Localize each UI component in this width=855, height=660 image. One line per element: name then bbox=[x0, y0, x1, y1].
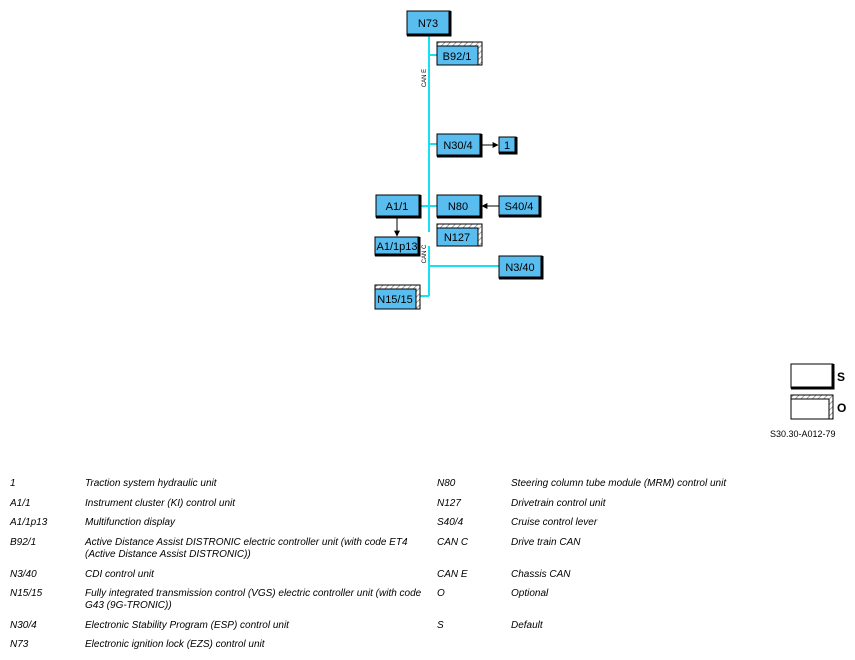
key-optional-letter: O bbox=[837, 401, 846, 415]
document-code: S30.30-A012-79 bbox=[770, 429, 836, 439]
legend-desc: Chassis CAN bbox=[511, 569, 571, 580]
legend-desc: Electronic Stability Program (ESP) contr… bbox=[85, 620, 289, 631]
unit-1[interactable]: 1 bbox=[498, 136, 518, 155]
legend-code: S40/4 bbox=[437, 517, 464, 528]
unit-label: A1/1p13 bbox=[377, 241, 418, 253]
legend-code: N30/4 bbox=[10, 620, 37, 631]
wiring-diagram: CAN E CAN C N73 B92/1 N30/4 1 A1/1 N80 bbox=[374, 10, 846, 420]
legend-desc: Drivetrain control unit bbox=[511, 498, 606, 509]
can-e-label: CAN E bbox=[422, 69, 428, 87]
unit-a1-1[interactable]: A1/1 bbox=[375, 194, 422, 219]
legend-code: CAN E bbox=[437, 569, 468, 580]
unit-n15-15[interactable]: N15/15 bbox=[374, 284, 421, 310]
legend-desc: Active Distance Assist DISTRONIC electri… bbox=[85, 537, 408, 560]
legend-desc: Electronic ignition lock (EZS) control u… bbox=[85, 639, 265, 650]
legend-desc: CDI control unit bbox=[85, 569, 154, 580]
legend-code: N73 bbox=[10, 639, 29, 650]
legend-desc: Fully integrated transmission control (V… bbox=[85, 588, 422, 611]
legend-code: S bbox=[437, 620, 444, 631]
unit-s40-4[interactable]: S40/4 bbox=[498, 195, 542, 218]
unit-label: N73 bbox=[418, 18, 438, 30]
legend-code: N80 bbox=[437, 478, 456, 489]
legend-code: N15/15 bbox=[10, 588, 43, 599]
unit-label: 1 bbox=[504, 140, 510, 152]
legend-desc: Instrument cluster (KI) control unit bbox=[85, 498, 236, 509]
legend-code: N3/40 bbox=[10, 569, 37, 580]
key-optional: O bbox=[790, 394, 846, 420]
legend-code: A1/1 bbox=[10, 498, 31, 509]
unit-label: N3/40 bbox=[505, 262, 534, 274]
legend-code: B92/1 bbox=[10, 537, 37, 548]
can-c-label: CAN C bbox=[422, 244, 428, 263]
unit-a1-1p13[interactable]: A1/1p13 bbox=[374, 236, 421, 257]
unit-label: B92/1 bbox=[443, 51, 472, 63]
legend-desc: Drive train CAN bbox=[511, 537, 581, 548]
unit-label: A1/1 bbox=[386, 201, 409, 213]
legend-code: O bbox=[437, 588, 445, 599]
unit-b92-1[interactable]: B92/1 bbox=[436, 41, 483, 66]
legend-code: N127 bbox=[437, 498, 461, 509]
unit-n73[interactable]: N73 bbox=[406, 10, 452, 37]
legend-code: A1/1p13 bbox=[10, 517, 48, 528]
legend-desc: Traction system hydraulic unit bbox=[85, 478, 217, 489]
unit-n30-4[interactable]: N30/4 bbox=[436, 133, 483, 158]
key-standard: S bbox=[790, 363, 845, 390]
legend-code: CAN C bbox=[437, 537, 469, 548]
legend-code: 1 bbox=[10, 478, 16, 489]
unit-n80[interactable]: N80 bbox=[436, 194, 483, 219]
can-bus-lines bbox=[419, 35, 499, 297]
unit-n127[interactable]: N127 bbox=[436, 223, 483, 247]
unit-label: N30/4 bbox=[443, 140, 472, 152]
legend-desc: Steering column tube module (MRM) contro… bbox=[511, 478, 727, 489]
unit-label: N15/15 bbox=[377, 294, 412, 306]
legend-desc: Multifunction display bbox=[85, 517, 176, 528]
unit-label: S40/4 bbox=[505, 201, 534, 213]
unit-label: N80 bbox=[448, 201, 468, 213]
unit-label: N127 bbox=[444, 232, 470, 244]
signal-arrows bbox=[394, 142, 499, 237]
legend-desc: Cruise control lever bbox=[511, 517, 598, 528]
key-standard-letter: S bbox=[837, 370, 845, 384]
legend-desc: Default bbox=[511, 620, 543, 631]
legend-desc: Optional bbox=[511, 588, 549, 599]
unit-n3-40[interactable]: N3/40 bbox=[498, 255, 544, 280]
